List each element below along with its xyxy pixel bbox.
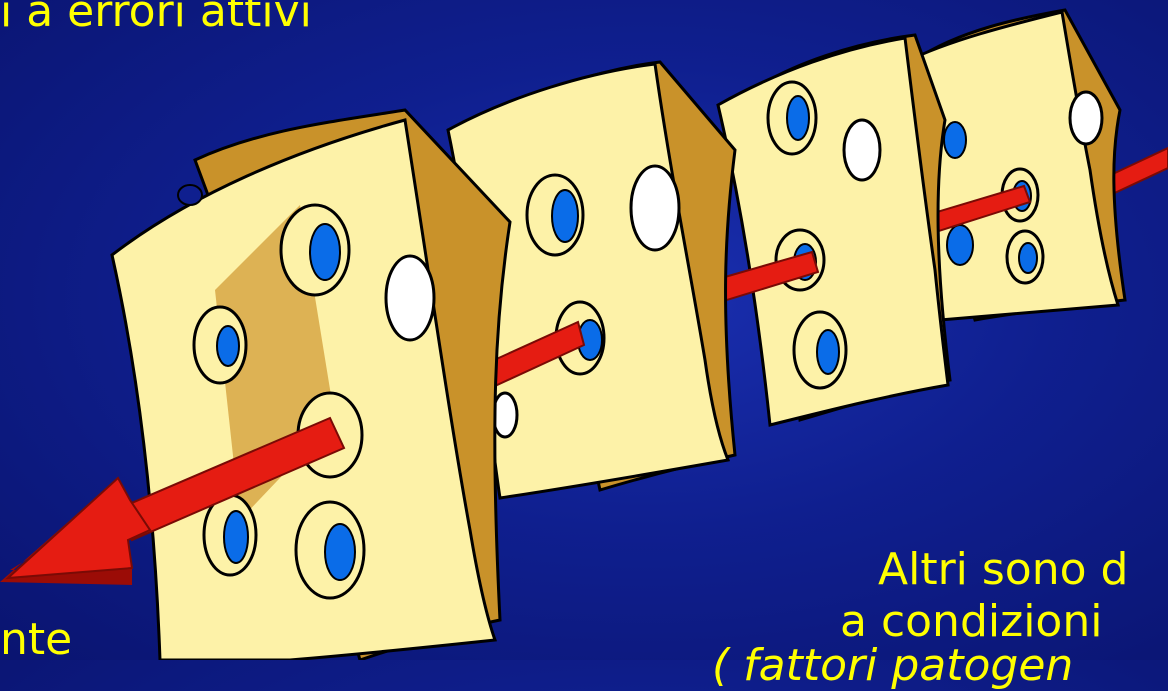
cheese-slice-1 [112, 110, 510, 660]
slide-text-right-line1: Altri sono d [878, 546, 1128, 594]
slide-text-top: i a errori attivi [0, 0, 312, 36]
slide-text-right-line3: ( fattori patogen [712, 642, 1073, 690]
slide-text-left-bottom: nte [0, 616, 72, 664]
cheese-slice-3 [718, 35, 950, 425]
slide-text-right-line2: a condizioni [840, 598, 1102, 646]
